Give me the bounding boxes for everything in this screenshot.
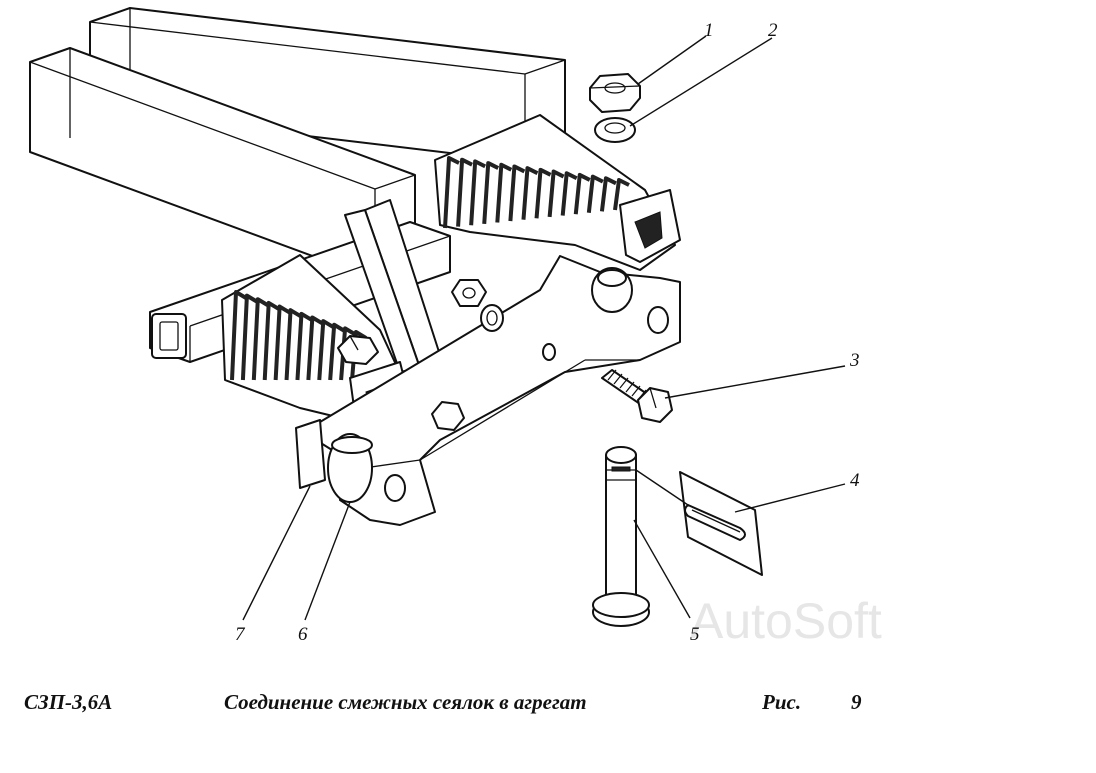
lock-washer-part-2 bbox=[594, 117, 636, 143]
watermark-text: AutoSoft bbox=[690, 593, 882, 649]
callout-4: 4 bbox=[850, 470, 860, 491]
caption-figure-label: Рис. bbox=[762, 690, 802, 714]
frame-beams bbox=[29, 7, 566, 280]
bolt-part-3 bbox=[601, 369, 673, 423]
callout-3: 3 bbox=[849, 350, 860, 371]
cotter-pin-part-4 bbox=[635, 469, 763, 576]
caption-title: Соединение смежных сеялок в агрегат bbox=[224, 690, 587, 714]
caption-figure-number: 9 bbox=[851, 690, 862, 714]
middle-nut-washer bbox=[451, 279, 504, 332]
callout-7: 7 bbox=[235, 624, 246, 645]
callout-1: 1 bbox=[704, 20, 714, 41]
callout-6: 6 bbox=[298, 624, 308, 645]
leader-lines bbox=[242, 35, 846, 621]
caption-model: СЗП-3,6А bbox=[24, 690, 113, 714]
right-spring-coils bbox=[434, 114, 681, 271]
pin-part-5 bbox=[592, 446, 650, 627]
hex-nut-part-1 bbox=[589, 73, 641, 113]
link-bar bbox=[295, 255, 681, 526]
callout-numbers: 1 2 3 4 5 6 7 bbox=[235, 20, 860, 645]
callout-5: 5 bbox=[690, 624, 700, 645]
callout-2: 2 bbox=[768, 20, 778, 41]
